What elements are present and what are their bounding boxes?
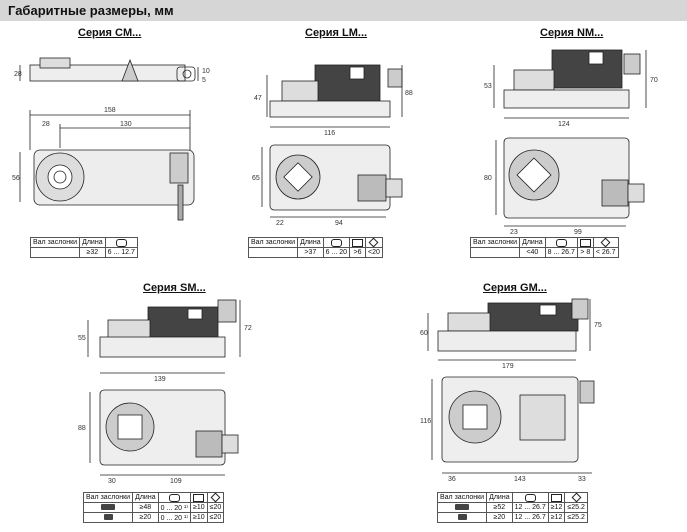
shaft-round-icon <box>511 492 549 503</box>
sm-drawing: 55 72 139 88 30 109 <box>78 299 252 485</box>
shaft-round-icon <box>544 237 578 248</box>
nm-dim-offset: 23 <box>510 229 518 236</box>
series-lm-title: Серия LM... <box>305 27 368 39</box>
series-nm-title: Серия NM... <box>540 27 604 39</box>
shaft-round-icon <box>157 492 192 503</box>
sm-dim-body: 109 <box>170 478 182 485</box>
nm-drawing: 53 70 124 80 23 99 <box>484 49 658 236</box>
lm-dim-height: 47 <box>254 95 262 102</box>
cm-dim-side-a: 10 <box>202 68 210 75</box>
nm-dim-width: 80 <box>484 175 492 182</box>
shaft-short-icon <box>82 512 134 523</box>
series-cm-title: Серия CM... <box>78 27 142 39</box>
cm-dim-offset: 28 <box>42 121 50 128</box>
shaft-round-icon <box>322 237 351 248</box>
sm-dim-width: 88 <box>78 425 86 432</box>
shaft-square-icon <box>576 237 594 248</box>
shaft-square-icon <box>190 492 208 503</box>
shaft-long-icon <box>436 502 488 513</box>
gm-dim-width: 116 <box>420 418 431 425</box>
page-title: Габаритные размеры, мм <box>8 3 174 18</box>
sm-dim-height: 55 <box>78 335 86 342</box>
lm-dim-body: 94 <box>335 220 343 227</box>
gm-dim-length: 179 <box>502 363 514 370</box>
page-header: Габаритные размеры, мм <box>0 0 687 21</box>
gm-dim-tail: 33 <box>578 476 586 483</box>
gm-drawing: 60 75 179 116 36 143 33 <box>420 298 602 483</box>
nm-dim-body: 99 <box>574 229 582 236</box>
shaft-square-icon <box>349 237 366 248</box>
sm-dim-length: 139 <box>154 376 166 383</box>
series-sm-title: Серия SM... <box>143 282 206 294</box>
gm-dim-height: 60 <box>420 330 428 337</box>
lm-drawing: 47 88 116 65 22 94 <box>252 64 413 227</box>
cm-dim-side-b: 5 <box>202 77 206 84</box>
lm-dim-total: 88 <box>405 90 413 97</box>
nm-dim-height: 53 <box>484 83 492 90</box>
cm-dim-width: 56 <box>12 175 20 182</box>
shaft-diamond-icon <box>206 492 225 503</box>
cm-drawing: 28 158 28 130 56 10 5 <box>12 57 210 221</box>
sm-dim-total: 72 <box>244 325 252 332</box>
gm-dim-body: 143 <box>514 476 526 483</box>
sm-dim-offset: 30 <box>108 478 116 485</box>
series-gm-title: Серия GM... <box>483 282 547 294</box>
lm-dim-width: 65 <box>252 175 260 182</box>
gm-dim-total: 75 <box>594 322 602 329</box>
shaft-round-icon <box>104 237 138 248</box>
shaft-square-icon <box>547 492 566 503</box>
lm-dim-offset: 22 <box>276 220 284 227</box>
cm-dim-body: 130 <box>120 121 132 128</box>
gm-dim-offset: 36 <box>448 476 456 483</box>
shaft-long-icon <box>82 502 134 513</box>
shaft-diamond-icon <box>564 492 588 503</box>
nm-dim-total: 70 <box>650 77 658 84</box>
lm-dim-length: 116 <box>324 130 335 137</box>
cm-dim-length: 158 <box>104 107 116 114</box>
shaft-diamond-icon <box>592 237 619 248</box>
cm-dim-height: 28 <box>14 71 22 78</box>
nm-dim-length: 124 <box>558 121 570 128</box>
shaft-short-icon <box>436 512 488 523</box>
shaft-diamond-icon <box>365 237 383 248</box>
